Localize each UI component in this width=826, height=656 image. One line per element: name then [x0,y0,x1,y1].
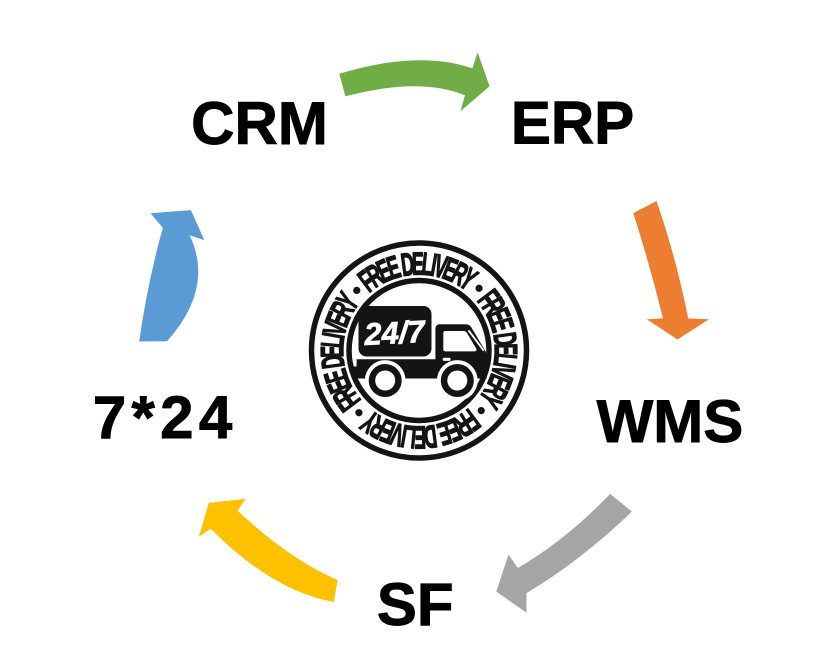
svg-text:L: L [487,352,522,366]
svg-text:D: D [399,247,416,283]
svg-text:E: E [412,247,424,282]
svg-text:7*24: 7*24 [93,384,238,451]
svg-text:CRM: CRM [191,90,328,157]
svg-text:I: I [428,248,439,283]
svg-text:D: D [486,331,522,348]
svg-text:E: E [316,345,351,357]
svg-text:I: I [486,360,521,371]
svg-text:24/7: 24/7 [362,314,427,352]
svg-text:E: E [488,343,523,355]
svg-text:L: L [403,418,417,453]
svg-text:SF: SF [377,571,454,638]
svg-text:D: D [316,353,352,370]
svg-text:WMS: WMS [597,388,744,455]
svg-text:L: L [316,335,351,349]
svg-text:E: E [414,419,426,454]
svg-text:ERP: ERP [511,90,634,157]
svg-text:L: L [420,247,434,282]
svg-text:D: D [422,418,439,454]
svg-text:I: I [317,330,352,341]
svg-text:I: I [399,418,410,453]
